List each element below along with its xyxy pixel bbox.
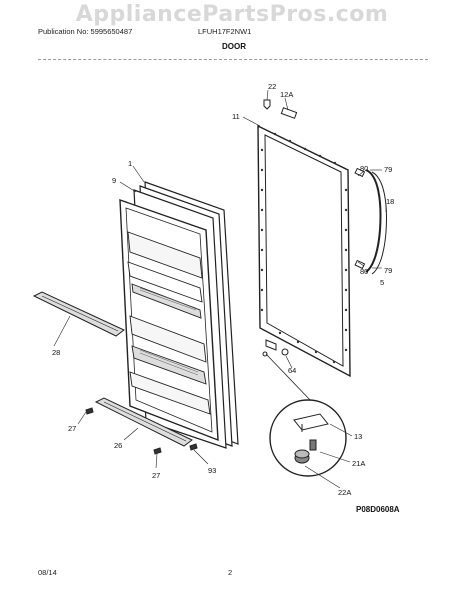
callout-27-top: 27: [68, 424, 76, 433]
callout-1: 1: [128, 159, 132, 168]
callout-80-top: 80: [360, 164, 368, 173]
section-title: DOOR: [222, 42, 246, 51]
callout-11: 11: [232, 112, 240, 121]
detail-magnifier: [265, 353, 347, 477]
callout-9: 9: [112, 176, 116, 185]
model-number: LFUH17F2NW1: [198, 27, 252, 36]
footer-date: 08/14: [38, 568, 57, 577]
callout-93: 93: [208, 466, 216, 475]
header-divider: [38, 59, 428, 60]
callout-21a: 21A: [352, 459, 365, 468]
callout-13: 13: [354, 432, 362, 441]
callout-26: 26: [114, 441, 122, 450]
callout-79-top: 79: [384, 165, 392, 174]
callout-22a: 22A: [338, 488, 351, 497]
callout-22-top: 22: [268, 82, 276, 91]
footer-page-number: 2: [228, 568, 233, 577]
callout-12a: 12A: [280, 90, 293, 99]
figure-code: P08D0608A: [356, 505, 400, 514]
callout-5: 5: [380, 278, 384, 287]
watermark-text: AppliancePartsPros.com: [75, 2, 389, 27]
publication-number: Publication No: 5995650487: [38, 27, 133, 36]
callout-27-bottom: 27: [152, 471, 160, 480]
callout-18: 18: [386, 197, 394, 206]
door-handle-part: [354, 167, 387, 275]
callout-79-bottom: 79: [384, 266, 392, 275]
inner-door-liner-part: [119, 198, 219, 442]
callout-80-bottom: 80: [360, 267, 368, 276]
callout-28: 28: [52, 348, 60, 357]
callout-64: 64: [288, 366, 296, 375]
door-gasket-part: [257, 124, 351, 378]
